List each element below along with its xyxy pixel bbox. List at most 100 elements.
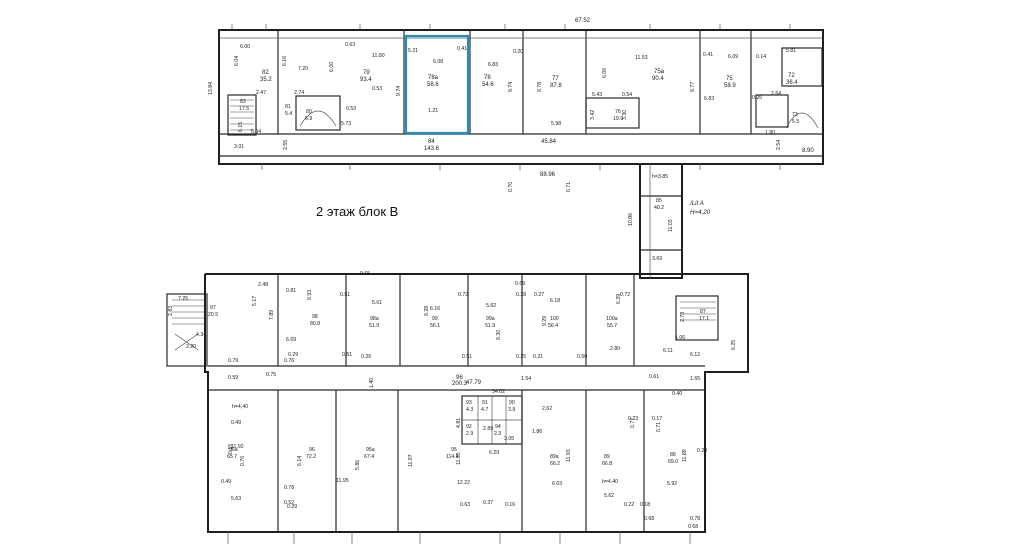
dim: 6.09 bbox=[728, 54, 738, 60]
room-area: 36.4 bbox=[786, 80, 798, 86]
room-number: 76 bbox=[615, 109, 621, 115]
top-room-75[interactable]: 75 58.9 bbox=[724, 76, 736, 89]
lower-room-88[interactable]: 88 69.0 bbox=[668, 452, 678, 465]
dim-label: 6.14 bbox=[297, 456, 303, 466]
dim: 3.42 bbox=[590, 110, 596, 120]
room-number: 82 bbox=[262, 70, 269, 76]
dim-label: 5.86 bbox=[355, 460, 361, 470]
top-room-84[interactable]: 84 143.6 bbox=[424, 139, 440, 152]
wc-94[interactable]: 94 bbox=[495, 424, 501, 430]
dim-label: 1.40 bbox=[369, 378, 375, 388]
dim: 6.00 bbox=[240, 44, 250, 50]
dim-label: 11.95 bbox=[336, 478, 349, 484]
room-number: 99 bbox=[432, 316, 438, 322]
upper-room-99[interactable]: 99 56.1 bbox=[430, 316, 440, 329]
dim-label: 7.25 bbox=[178, 296, 188, 302]
top-room-83[interactable]: 83 17.5 bbox=[239, 99, 249, 112]
top-room-79[interactable]: 79 93.4 bbox=[360, 70, 372, 83]
dim: 0.63 bbox=[345, 42, 355, 48]
upper-room-100a[interactable]: 100a 55.7 bbox=[606, 316, 618, 329]
top-room-81[interactable]: 81 5.4 bbox=[285, 104, 292, 117]
wc-91[interactable]: 91 bbox=[482, 400, 488, 406]
dim-label: 0.50 bbox=[577, 354, 587, 360]
dim-label: 4.34 bbox=[196, 332, 206, 338]
dim-label: 6.12 bbox=[690, 352, 700, 358]
room-number: 77 bbox=[552, 76, 559, 82]
dim-label: 0.26 bbox=[361, 354, 371, 360]
room-number: 98a bbox=[370, 316, 379, 322]
top-room-78[interactable]: 78 54.6 bbox=[482, 75, 494, 88]
dim-label: 2.62 bbox=[542, 406, 552, 412]
top-room-76[interactable]: 76 19.9 bbox=[613, 109, 623, 122]
floor-title: 2 этаж блок В bbox=[316, 204, 398, 219]
wc-93[interactable]: 93 bbox=[466, 400, 472, 406]
upper-room-97[interactable]: 97 20.5 bbox=[208, 305, 218, 318]
dim-label: h=4,40 bbox=[602, 479, 618, 485]
top-room-80[interactable]: 80 6.9 bbox=[305, 109, 312, 122]
dim: 5.81 bbox=[786, 48, 796, 54]
top-room-73[interactable]: 73 5.5 bbox=[792, 112, 799, 125]
highlighted-room-78a[interactable] bbox=[404, 34, 470, 135]
lower-room-89a[interactable]: 89a 66.2 bbox=[550, 454, 560, 467]
room-area: 93.4 bbox=[360, 77, 372, 83]
dim-label: 3.05 bbox=[504, 436, 514, 442]
bottom-overall-dim: 47.79 bbox=[466, 380, 482, 386]
room-area: 67.4 bbox=[364, 454, 374, 460]
top-corridor-dim: 45.84 bbox=[541, 139, 557, 145]
top-room-82[interactable]: 82 35.2 bbox=[260, 70, 272, 83]
room-number: 85 bbox=[656, 198, 662, 204]
upper-room-98a[interactable]: 98a 51.9 bbox=[369, 316, 379, 329]
dim-label: 0.22 bbox=[624, 502, 634, 508]
upper-room-100[interactable]: 100 56.4 bbox=[548, 316, 559, 329]
dim: 3.69 bbox=[652, 256, 662, 262]
top-room-77[interactable]: 77 87.8 bbox=[550, 76, 562, 89]
top-room-75a[interactable]: 75a 90.4 bbox=[652, 69, 665, 82]
wc-90[interactable]: 90 bbox=[509, 400, 515, 406]
top-room-72[interactable]: 72 36.4 bbox=[786, 73, 798, 86]
top-dims: 6.00 6.04 6.16 7.20 0.63 11.80 6.00 6.08… bbox=[234, 42, 796, 150]
lower-room-89[interactable]: 89 66.8 bbox=[602, 454, 612, 467]
top-side-dim: 13.84 bbox=[208, 82, 214, 95]
upper-room-98[interactable]: 98 80.8 bbox=[310, 314, 320, 327]
upper-room-87[interactable]: 87 17.1 bbox=[699, 309, 709, 322]
dim: 9.77 bbox=[690, 82, 696, 92]
wc-92[interactable]: 92 bbox=[466, 424, 472, 430]
room-area: 58.9 bbox=[724, 83, 736, 89]
dim-label: 5.61 bbox=[372, 300, 382, 306]
dim-label: 11.89 bbox=[682, 449, 688, 462]
room-number: 83 bbox=[240, 99, 246, 105]
dim: 3.30 bbox=[622, 110, 628, 120]
room-area: 65.7 bbox=[227, 454, 237, 460]
dim-label: 0.18 bbox=[640, 502, 650, 508]
dim: 3.01 bbox=[234, 144, 244, 150]
room-number: 73 bbox=[792, 112, 798, 118]
lower-room-96[interactable]: 96 72.2 bbox=[306, 447, 316, 460]
top-room-78a[interactable]: 78a 58.6 bbox=[427, 75, 439, 88]
room-number: 78a bbox=[428, 75, 439, 81]
room-area: 90.4 bbox=[652, 76, 664, 82]
room-area: 19.9 bbox=[613, 116, 623, 122]
dim-label: 5.62 bbox=[604, 493, 614, 499]
bottom-block bbox=[166, 273, 749, 544]
dim-label: 5.63 bbox=[231, 496, 241, 502]
dim-label: 0.49 bbox=[221, 479, 231, 485]
dim-label: 9.28 bbox=[424, 306, 430, 316]
lower-room-95[interactable]: 95 114.4 bbox=[446, 447, 459, 460]
room-number: 97 bbox=[210, 305, 216, 311]
top-overall-dim: 67.52 bbox=[575, 18, 591, 24]
dim-label: 0.15 bbox=[228, 444, 234, 454]
room-area: 72.2 bbox=[306, 454, 316, 460]
connector-room-85[interactable]: 85 40.2 bbox=[654, 198, 664, 211]
corridor-room-96[interactable]: 96 200.3 bbox=[452, 375, 468, 387]
dim-label: 34.02 bbox=[492, 389, 505, 395]
dim-label: 9.65 bbox=[360, 271, 370, 277]
room-area: 6.9 bbox=[305, 116, 312, 122]
connector-overall-dim: 88.96 bbox=[540, 172, 556, 178]
upper-room-99a[interactable]: 99a 51.9 bbox=[485, 316, 495, 329]
lower-room-95a[interactable]: 95a 67.4 bbox=[364, 447, 375, 460]
lower-room-96a[interactable]: 96a 65.7 bbox=[227, 447, 238, 460]
wc-92-area: 2.9 bbox=[466, 431, 473, 437]
room-area: 87.8 bbox=[550, 83, 562, 89]
room-number: 89a bbox=[550, 454, 559, 460]
room-area: 66.2 bbox=[550, 461, 560, 467]
